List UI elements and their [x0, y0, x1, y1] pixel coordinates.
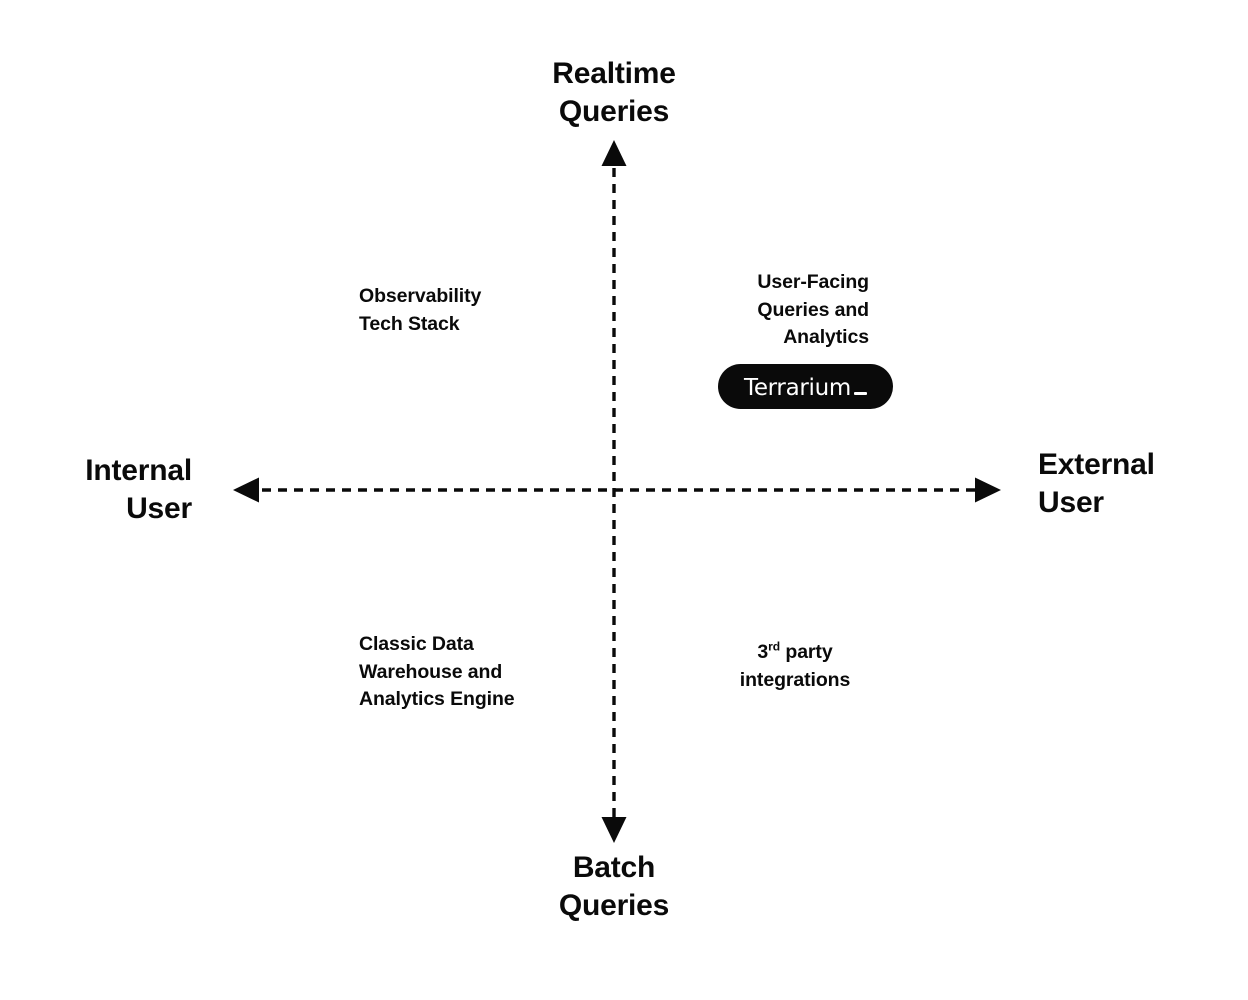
ordinal-rest: party integrations — [739, 641, 851, 691]
arrowhead-down — [601, 817, 627, 843]
ordinal-number: 3 — [757, 641, 769, 663]
axis-label-left: Internal User — [85, 454, 192, 526]
terrarium-wordmark-text: Terrarium — [743, 374, 852, 401]
quadrant-label-bottom-left: Classic Data Warehouse and Analytics Eng… — [359, 633, 515, 711]
axis-label-right: External User — [1038, 448, 1155, 520]
arrowhead-up — [601, 140, 627, 166]
quadrant-label-top-left: Observability Tech Stack — [359, 285, 482, 335]
ordinal-suffix: rd — [768, 639, 781, 654]
terrarium-wordmark: Terrarium — [743, 374, 868, 401]
axis-label-top: Realtime Queries — [552, 57, 676, 129]
quadrant-label-top-right: User-Facing Queries and Analytics — [757, 271, 869, 349]
arrowhead-left — [233, 477, 259, 503]
arrowhead-right — [975, 477, 1001, 503]
quadrant-label-bottom-right: 3rd party integrations — [684, 639, 906, 694]
terrarium-brand-badge[interactable]: Terrarium — [718, 364, 893, 409]
axis-label-bottom: Batch Queries — [558, 851, 670, 923]
terminal-cursor-icon — [854, 391, 868, 395]
